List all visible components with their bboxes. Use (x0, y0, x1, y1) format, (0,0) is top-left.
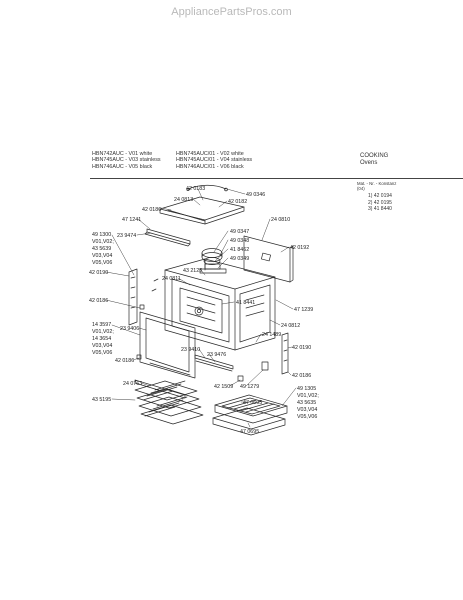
material-item: 2) 42 0195 (368, 199, 392, 206)
part-number-callout: 14 3654 (92, 336, 112, 342)
part-number-callout: 42 0182 (228, 199, 248, 205)
part-number-callout: 24 0812 (281, 323, 301, 329)
part-number-callout: 49 1305 (297, 386, 317, 392)
part-number-callout: 42 0186 (142, 207, 162, 213)
material-list: 1) 42 0194 2) 42 0195 3) 41 8440 (368, 193, 392, 213)
model-line: HBN742AUC - V01 white (92, 151, 153, 157)
category-subtitle: Ovens (360, 160, 378, 166)
part-number-callout: 42 1509 (214, 384, 234, 390)
part-number-callout: 43 2125 (183, 268, 203, 274)
model-list-left: HBN742AUC - V01 white HBN745AUC - V03 st… (92, 151, 161, 170)
part-number-callout: V01,V02; (297, 393, 319, 399)
mounting-clips (136, 278, 269, 382)
material-item: 3) 41 8440 (368, 206, 392, 213)
part-number-callout: 43 5195 (92, 397, 112, 403)
part-number-callout: 49 0348 (230, 238, 250, 244)
material-header-line: Mat. - Nr. - Konstanz (357, 181, 397, 186)
part-number-callout: 41 8462 (230, 247, 250, 253)
part-number-callout: V05,V06 (92, 350, 113, 356)
part-number-callout: V05,V06 (297, 414, 318, 420)
watermark: AppliancePartsPros.com (171, 6, 292, 18)
part-number-callout: 23 9476 (207, 352, 227, 358)
part-number-callout: 42 0186 (89, 298, 109, 304)
part-number-callout: V03,V04 (297, 407, 318, 413)
part-number-callout: 42 0190 (292, 345, 312, 351)
header-rule (90, 178, 463, 179)
part-number-callout: 49 0346 (246, 192, 266, 198)
part-number-callout: 49 1300 (92, 232, 112, 238)
part-number-callout: 42 0183 (186, 186, 206, 192)
part-number-callout: 24 0763 (123, 381, 143, 387)
part-number-callout: V01,V02; (92, 239, 114, 245)
oven-cavity (164, 258, 276, 351)
door-side-rail (128, 268, 138, 326)
model-line: HBN745AUC/01 - V04 stainless (176, 157, 253, 164)
part-number-callout: V05,V06 (92, 260, 113, 266)
top-cover-panel (159, 196, 245, 225)
wire-racks (134, 380, 204, 425)
part-number-callout: 14 3597 (92, 322, 112, 328)
model-list-right: HBN745AUC/01 - V02 white HBN745AUC/01 - … (176, 151, 252, 170)
part-number-callout: 42 0186 (292, 373, 312, 379)
material-header-line: (04) (357, 186, 365, 191)
part-number-callout: 47 1239 (294, 307, 314, 313)
part-number-callout: 23 9410 (181, 347, 201, 353)
broil-pan (212, 394, 288, 436)
part-number-callout: 23 9474 (117, 233, 137, 239)
part-number-callout: 47 1241 (122, 217, 142, 223)
part-number-callout: 43 5639 (92, 246, 112, 252)
part-number-callout: 23 9406 (120, 326, 140, 332)
model-line: HBN745AUC - V03 stainless (92, 157, 161, 164)
part-number-callout: V03,V04 (92, 343, 113, 349)
material-header: Mat. - Nr. - Konstanz (04) (357, 181, 396, 191)
part-number-callout: 49 0347 (230, 229, 250, 235)
part-number-callout: 24 0810 (271, 217, 291, 223)
model-line: HBN746AUC - V05 black (92, 163, 153, 170)
part-number-callout: 24 0813 (174, 197, 194, 203)
model-line: HBN745AUC/01 - V02 white (176, 151, 244, 157)
bottom-trim (134, 354, 234, 399)
material-item: 1) 42 0194 (368, 193, 392, 199)
part-number-callout: 43 5635 (297, 400, 317, 406)
part-number-callout: 24 0811 (162, 276, 181, 282)
part-number-callout: V01,V02; (92, 329, 114, 335)
right-bracket (281, 332, 289, 375)
part-number-callout: 24 1489 (262, 332, 282, 338)
part-number-callout: 42 0190 (89, 270, 109, 276)
part-number-callout: 47 0695 (243, 400, 263, 406)
top-cable (186, 184, 228, 192)
part-number-callout: 42 0192 (290, 245, 310, 251)
front-frame (139, 311, 196, 379)
model-line: HBN746AUC/01 - V06 black (176, 163, 244, 170)
category-title: COOKING (360, 153, 389, 159)
right-side-panel (243, 235, 294, 283)
leader-lines (105, 188, 297, 428)
part-number-callout: 49 0349 (230, 256, 250, 262)
part-number-callout: 42 0186 (115, 358, 135, 364)
part-number-callout: V03,V04 (92, 253, 113, 259)
part-number-callout: 47 0695 (240, 429, 260, 435)
front-trim-bar (144, 228, 191, 247)
part-number-callout: 49 1279 (240, 384, 260, 390)
category-block: COOKING Ovens (360, 153, 388, 167)
part-number-callout: 41 8441 (236, 300, 256, 306)
